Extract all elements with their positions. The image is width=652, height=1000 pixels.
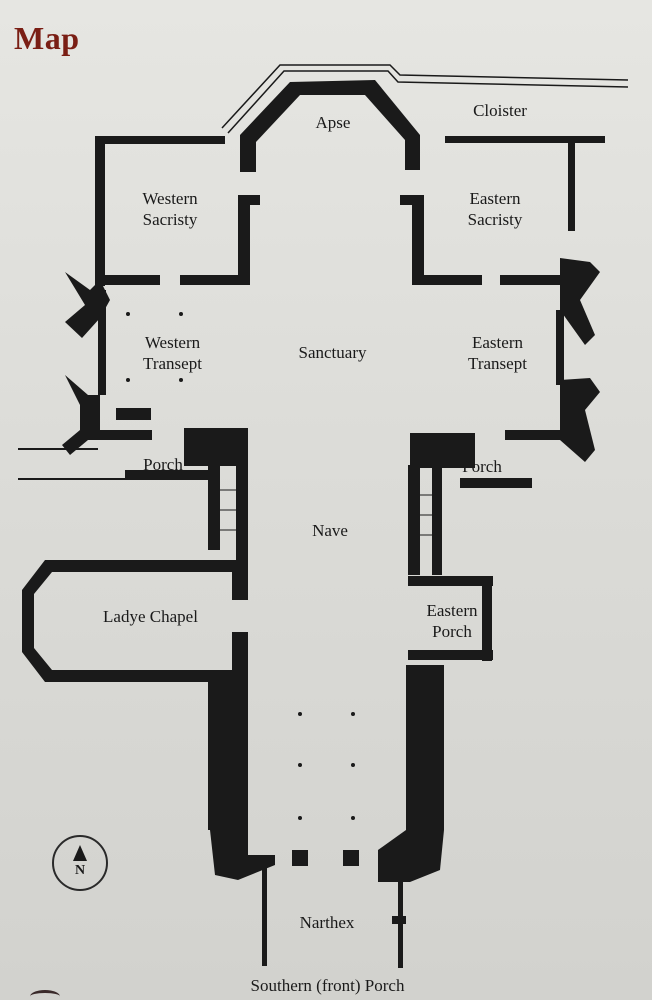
label-west-porch: Porch	[143, 455, 183, 474]
nave-east-wall	[378, 665, 444, 882]
label-eastern-transept: Eastern Transept	[468, 333, 527, 373]
eastern-porch-walls	[408, 576, 493, 661]
label-cloister: Cloister	[473, 101, 527, 120]
apse-walls	[240, 80, 420, 172]
label-ladye-chapel: Ladye Chapel	[103, 607, 198, 626]
north-compass: N	[52, 835, 108, 891]
eastern-transept-walls	[410, 258, 600, 468]
narthex-walls	[262, 850, 406, 968]
western-sacristy-walls	[95, 136, 260, 286]
western-transept-walls	[62, 272, 248, 466]
label-sanctuary: Sanctuary	[298, 343, 367, 362]
columns	[126, 312, 355, 820]
nave-west-wall	[208, 680, 275, 880]
west-porch-walls	[18, 448, 248, 585]
label-apse: Apse	[315, 113, 351, 132]
label-narthex: Narthex	[299, 913, 355, 932]
windows	[212, 489, 440, 791]
next-page-fragment	[30, 990, 60, 1000]
label-eastern-porch: Eastern Porch	[426, 601, 478, 641]
ladye-chapel-walls	[22, 560, 248, 682]
page-title: Map	[14, 20, 80, 56]
label-eastern-sacristy: Eastern Sacristy	[467, 189, 523, 229]
eastern-sacristy-walls	[400, 136, 605, 285]
label-east-porch: Porch	[462, 457, 502, 476]
label-western-transept: Western Transept	[143, 333, 202, 373]
compass-label: N	[74, 863, 86, 878]
east-porch-walls	[408, 465, 532, 575]
north-arrow-icon	[73, 845, 87, 861]
cloister-boundary-line	[221, 64, 629, 134]
label-western-sacristy: Western Sacristy	[142, 189, 198, 229]
label-nave: Nave	[312, 521, 348, 540]
label-southern-front-porch: Southern (front) Porch	[250, 976, 405, 995]
